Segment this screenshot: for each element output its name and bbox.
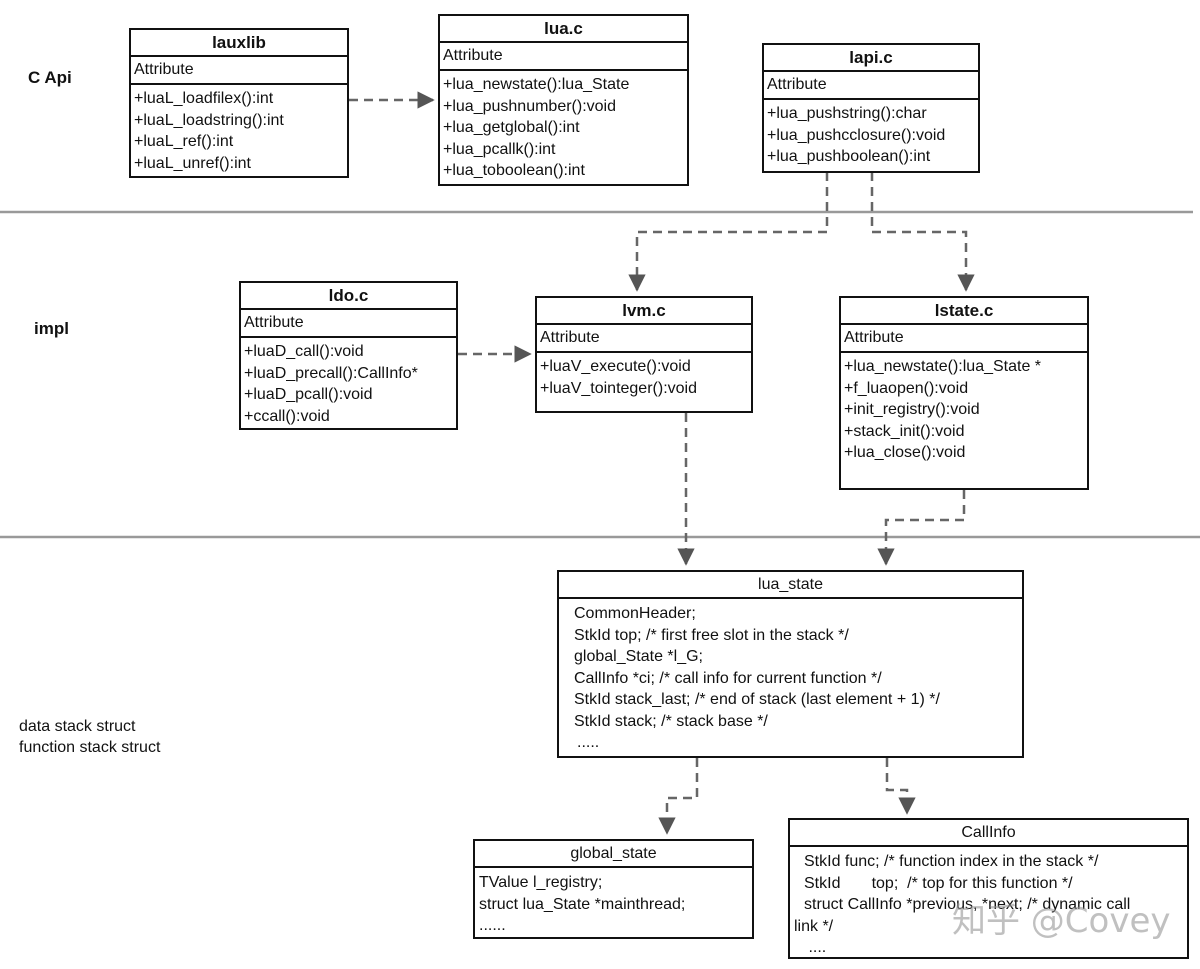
- class-attribute-label: Attribute: [131, 57, 347, 85]
- method-row: +f_luaopen():void: [844, 379, 969, 397]
- class-attribute-label: Attribute: [537, 325, 751, 353]
- method-row: +stack_init():void: [844, 422, 965, 440]
- class-title: lvm.c: [537, 298, 751, 325]
- struct-field-row: global_State *l_G;: [574, 648, 703, 665]
- class-box-lstate-c: lstate.c Attribute +lua_newstate():lua_S…: [839, 296, 1089, 490]
- class-title: lstate.c: [841, 298, 1087, 325]
- struct-box-global-state: global_state TValue l_registry; struct l…: [473, 839, 754, 939]
- struct-field-row: TValue l_registry;: [479, 874, 603, 891]
- struct-field-row: struct CallInfo *previous, *next; /* dyn…: [804, 896, 1131, 913]
- class-box-lauxlib: lauxlib Attribute +luaL_loadfilex():int …: [129, 28, 349, 178]
- connector-lua-state-to-global-state: [658, 758, 699, 835]
- class-attribute-label: Attribute: [841, 325, 1087, 353]
- struct-field-row: link */: [794, 917, 834, 935]
- method-row: +init_registry():void: [844, 401, 980, 418]
- struct-field-row: StkId func; /* function index in the sta…: [804, 853, 1099, 870]
- method-row: +luaL_ref():int: [134, 133, 234, 150]
- class-box-lua-c: lua.c Attribute +lua_newstate():lua_Stat…: [438, 14, 689, 186]
- connector-lstate-to-lua-state: [877, 490, 966, 566]
- method-row: +luaL_loadstring():int: [134, 111, 284, 129]
- method-row: +lua_newstate():lua_State *: [844, 358, 1042, 375]
- struct-title: CallInfo: [790, 820, 1187, 847]
- method-row: +lua_pushboolean():int: [767, 148, 931, 165]
- struct-field-row: StkId stack; /* stack base */: [574, 712, 768, 730]
- struct-field-row: StkId stack_last; /* end of stack (last …: [574, 691, 940, 708]
- struct-field-row: ....: [804, 939, 827, 956]
- method-row: +lua_toboolean():int: [443, 162, 585, 179]
- layer-label-c-api: C Api: [28, 68, 72, 87]
- struct-title: global_state: [475, 841, 752, 868]
- struct-box-lua-state: lua_state CommonHeader; StkId top; /* fi…: [557, 570, 1024, 758]
- method-row: +lua_close():void: [844, 444, 966, 461]
- class-box-lapi-c: lapi.c Attribute +lua_pushstring():char …: [762, 43, 980, 173]
- method-row: +luaL_unref():int: [134, 154, 251, 172]
- struct-field-row: CommonHeader;: [574, 605, 696, 622]
- struct-field-row: StkId top; /* top for this function */: [804, 874, 1073, 892]
- class-box-lvm-c: lvm.c Attribute +luaV_execute():void +lu…: [535, 296, 753, 413]
- method-row: +luaD_call():void: [244, 343, 364, 360]
- class-title: lua.c: [440, 16, 687, 43]
- method-row: +ccall():void: [244, 407, 330, 425]
- method-row: +luaL_loadfilex():int: [134, 90, 274, 107]
- struct-field-row: .....: [577, 734, 600, 751]
- class-attribute-label: Attribute: [764, 72, 978, 100]
- struct-box-callinfo: CallInfo StkId func; /* function index i…: [788, 818, 1189, 959]
- connector-lapi-to-lvm: [628, 172, 829, 292]
- layer-label-data-stack: data stack struct: [19, 718, 136, 735]
- method-row: +lua_getglobal():int: [443, 119, 580, 136]
- connector-lua-state-to-callinfo: [885, 758, 916, 815]
- connector-lapi-to-lstate: [870, 172, 975, 292]
- method-row: +lua_pcallk():int: [443, 140, 556, 158]
- struct-title: lua_state: [559, 572, 1022, 599]
- struct-field-row: ......: [479, 917, 506, 934]
- class-title: lapi.c: [764, 45, 978, 72]
- class-attribute-label: Attribute: [241, 310, 456, 338]
- class-box-ldo-c: ldo.c Attribute +luaD_call():void +luaD_…: [239, 281, 458, 430]
- struct-field-row: struct lua_State *mainthread;: [479, 895, 686, 913]
- layer-label-impl: impl: [34, 319, 69, 338]
- method-row: +luaV_execute():void: [540, 358, 691, 375]
- layer-label-function-stack: function stack struct: [19, 739, 161, 756]
- class-title: ldo.c: [241, 283, 456, 310]
- method-row: +luaD_precall():CallInfo*: [244, 364, 418, 382]
- watermark: 知乎 @Covey: [952, 901, 1171, 941]
- method-row: +lua_pushcclosure():void: [767, 126, 946, 144]
- method-row: +lua_pushstring():char: [767, 105, 927, 122]
- class-attribute-label: Attribute: [440, 43, 687, 71]
- struct-field-row: StkId top; /* first free slot in the sta…: [574, 626, 849, 644]
- struct-field-row: CallInfo *ci; /* call info for current f…: [574, 669, 882, 687]
- method-row: +luaV_tointeger():void: [540, 379, 697, 397]
- class-title: lauxlib: [131, 30, 347, 57]
- method-row: +lua_pushnumber():void: [443, 97, 616, 115]
- method-row: +lua_newstate():lua_State: [443, 76, 630, 93]
- method-row: +luaD_pcall():void: [244, 386, 373, 403]
